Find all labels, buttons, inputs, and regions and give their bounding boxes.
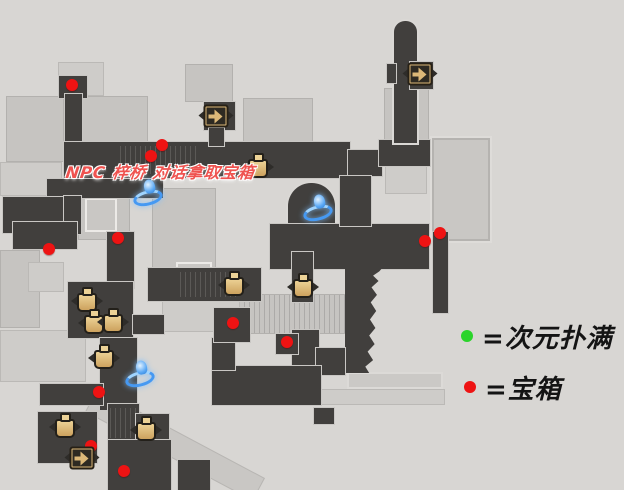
legend-label: =宝箱	[485, 374, 562, 405]
dimension-portal-icon[interactable]	[301, 193, 335, 224]
map-path	[212, 338, 235, 370]
legend-item-dimension-piggy: =次元扑满	[461, 322, 613, 354]
treasure-chest-dot[interactable]	[227, 317, 239, 329]
map-path	[387, 64, 396, 83]
map-building	[82, 96, 148, 143]
treasure-chest-dot[interactable]	[419, 235, 431, 247]
chest-icon[interactable]	[287, 272, 319, 298]
chest-icon[interactable]	[130, 415, 162, 441]
map-path	[178, 460, 210, 490]
exit-arrow-icon[interactable]	[402, 62, 438, 86]
map-path	[47, 179, 163, 198]
map-path	[40, 384, 103, 405]
map-path	[379, 140, 430, 166]
map-path	[209, 128, 224, 146]
map-path	[108, 440, 171, 490]
map-plaza-square	[85, 198, 117, 232]
map-path	[340, 176, 371, 226]
dimension-piggy-dot-icon	[461, 330, 473, 342]
treasure-chest-dot[interactable]	[112, 232, 124, 244]
map-building	[243, 98, 313, 143]
treasure-chest-dot[interactable]	[434, 227, 446, 239]
map-building	[0, 330, 86, 382]
map-path	[348, 150, 382, 176]
treasure-chest-dot[interactable]	[118, 465, 130, 477]
exit-arrow-icon[interactable]	[198, 104, 234, 128]
chest-icon[interactable]	[88, 343, 120, 369]
treasure-chest-dot-icon	[464, 381, 476, 393]
npc-annotation: NPC 梓桥 对话拿取宝箱	[64, 163, 257, 182]
map-path	[64, 142, 350, 178]
chest-icon[interactable]	[242, 152, 274, 178]
treasure-chest-dot[interactable]	[281, 336, 293, 348]
chest-icon[interactable]	[71, 286, 103, 312]
map-path	[433, 232, 448, 313]
map-building	[185, 64, 233, 102]
dimension-portal-icon[interactable]	[123, 359, 157, 390]
treasure-chest-dot[interactable]	[93, 386, 105, 398]
chest-icon[interactable]	[218, 270, 250, 296]
chest-icon[interactable]	[49, 412, 81, 438]
exit-arrow-icon[interactable]	[64, 446, 100, 470]
map-path	[314, 408, 334, 424]
chest-icon[interactable]	[97, 307, 129, 333]
map-path	[65, 94, 82, 146]
treasure-chest-dot[interactable]	[156, 139, 168, 151]
map-platform	[347, 372, 443, 389]
map-path	[133, 315, 164, 334]
treasure-chest-dot[interactable]	[145, 150, 157, 162]
map-path	[345, 266, 384, 373]
map-building	[430, 136, 492, 243]
map-path	[212, 366, 321, 405]
map-building	[28, 262, 64, 292]
map-building	[6, 96, 64, 162]
map-tower	[416, 88, 429, 140]
legend-item-treasure-chest: =宝箱	[464, 373, 562, 405]
legend-label: =次元扑满	[482, 323, 613, 354]
treasure-chest-dot[interactable]	[43, 243, 55, 255]
treasure-chest-dot[interactable]	[66, 79, 78, 91]
map-platform	[312, 389, 445, 405]
map-path	[394, 21, 417, 143]
